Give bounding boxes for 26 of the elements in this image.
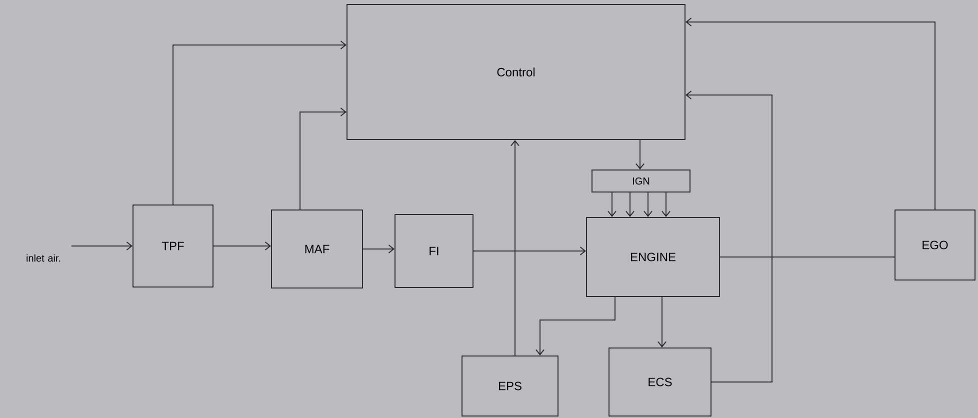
process-box: ENGINE bbox=[586, 217, 720, 297]
process-box: IGN bbox=[592, 170, 690, 192]
arrow bbox=[536, 296, 616, 356]
arrow bbox=[644, 192, 652, 217]
arrow bbox=[636, 140, 644, 170]
arrow bbox=[658, 296, 666, 348]
arrow bbox=[662, 192, 670, 217]
control-box: Control bbox=[346, 4, 686, 140]
process-box: FI bbox=[394, 214, 474, 288]
arrow bbox=[71, 242, 132, 250]
process-box: ECS bbox=[608, 348, 712, 416]
arrow bbox=[686, 90, 772, 382]
arrow bbox=[300, 108, 346, 210]
arrow bbox=[626, 192, 634, 217]
arrow bbox=[172, 40, 346, 205]
arrow bbox=[473, 246, 586, 256]
process-box: EGO bbox=[894, 210, 976, 280]
process-box: EPS bbox=[462, 356, 558, 416]
process-box: MAF bbox=[271, 210, 363, 288]
arrow bbox=[213, 242, 271, 250]
arrow bbox=[362, 244, 394, 254]
process-box: TPF bbox=[132, 204, 214, 288]
arrow bbox=[510, 140, 520, 356]
inlet-label: inlet air. bbox=[26, 254, 60, 262]
arrow bbox=[686, 18, 936, 210]
arrow bbox=[608, 192, 616, 217]
